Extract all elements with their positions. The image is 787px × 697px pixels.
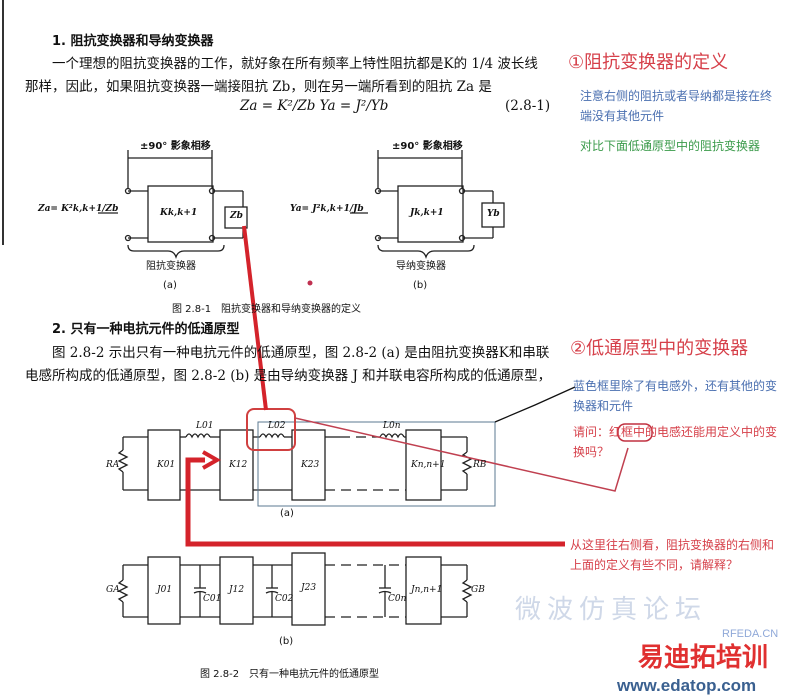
section2-para-line2: 电感所构成的低通原型，图 2.8-2 (b) 是由导纳变换器 J 和并联电容所构…: [25, 368, 552, 384]
label-j12: J12: [229, 585, 245, 595]
scan-border: [2, 0, 4, 245]
watermark-brand: 易迪拓培训: [638, 643, 769, 673]
za-expression: Za= K²k,k+1/Zb: [38, 204, 119, 214]
section2-para-line1: 图 2.8-2 示出只有一种电抗元件的低通原型，图 2.8-2 (a) 是由阻抗…: [52, 345, 550, 361]
label-jnn1: Jn,n+1: [411, 585, 443, 595]
annotation-note-3: 蓝色框里除了有电感外，还有其他的变换器和元件: [573, 379, 778, 413]
annotation-note-2: 对比下面低通原型中的阻抗变换器: [580, 139, 761, 153]
blue-highlight-box: [257, 421, 496, 507]
section1-para-line1: 一个理想的阻抗变换器的工作，就好象在所有频率上特性阻抗都是K的 1/4 波长线: [52, 56, 538, 72]
red-circle-mark: [617, 423, 653, 442]
annotation-note-4: 请问：红框中的电感还能用定义中的变换吗？: [573, 425, 778, 459]
label-k12: K12: [229, 460, 248, 470]
label-k23: K23: [301, 460, 320, 470]
label-c02: C02: [275, 594, 294, 604]
section2-heading: 2. 只有一种电抗元件的低通原型: [52, 322, 240, 337]
section1-heading: 1. 阻抗变换器和导纳变换器: [52, 34, 214, 49]
figure1-caption: 图 2.8-1 阻抗变换器和导纳变换器的定义: [172, 304, 362, 315]
figure1-sub-b: (b): [413, 280, 428, 291]
admittance-inverter-label: 导纳变换器: [396, 261, 446, 272]
label-c0n: C0n: [388, 594, 407, 604]
label-gb: GB: [471, 585, 485, 595]
figure2-sub-a: (a): [280, 508, 294, 519]
label-l0n: L0n: [383, 421, 401, 431]
section1-para-line2: 那样，因此，如果阻抗变换器一端接阻抗 Zb，则在另一端所看到的阻抗 Za 是: [25, 79, 492, 95]
label-j01: J01: [157, 585, 173, 595]
watermark-faint-text: 微波仿真论坛: [515, 595, 708, 625]
figure2-sub-b: (b): [279, 636, 294, 647]
red-pointer-line: [294, 417, 629, 492]
j-box-label: Jk,k+1: [410, 208, 444, 218]
phase-label-a: ±90° 影象相移: [140, 141, 211, 152]
annotation-note-5: 从这里往右侧看，阻抗变换器的右侧和上面的定义有些不同，请解释？: [570, 538, 775, 572]
yb-label: Yb: [487, 209, 500, 219]
annotation-note-1: 注意右侧的阻抗或者导纳都是接在终端没有其他元件: [580, 89, 773, 123]
annotation-title-2: ②低通原型中的变换器: [570, 338, 749, 359]
watermark-url: www.edatop.com: [617, 676, 757, 695]
label-l01: L01: [196, 421, 214, 431]
red-highlight-box: [246, 408, 296, 451]
label-l02: L02: [268, 421, 286, 431]
formula: Za = K²/Zb Ya = J²/Yb: [240, 98, 389, 114]
figure1-a: [98, 150, 248, 260]
ya-expression: Ya= J²k,k+1/Jb: [290, 204, 364, 214]
label-ga: GA: [106, 585, 120, 595]
label-rb: RB: [473, 460, 487, 470]
equation-number: (2.8-1): [505, 98, 551, 114]
figure2-caption: 图 2.8-2 只有一种电抗元件的低通原型: [200, 669, 380, 680]
label-knn1: Kn,n+1: [411, 460, 446, 470]
impedance-inverter-label: 阻抗变换器: [146, 261, 196, 272]
red-connector-line: [242, 225, 268, 411]
figure1-sub-a: (a): [163, 280, 177, 291]
zb-label: Zb: [230, 211, 243, 221]
label-j23: J23: [301, 583, 317, 593]
label-k01: K01: [157, 460, 176, 470]
figure2-b: [117, 552, 473, 626]
k-box-label: Kk,k+1: [160, 208, 198, 218]
red-dot: [307, 280, 313, 286]
figure1-b: [350, 150, 505, 260]
red-thick-arrow: [185, 450, 565, 547]
black-pointer-line: [494, 386, 576, 423]
label-ra: RA: [106, 460, 120, 470]
label-c01: C01: [203, 594, 222, 604]
phase-label-b: ±90° 影象相移: [392, 141, 463, 152]
watermark-rfeda: RFEDA.CN: [722, 628, 779, 640]
annotation-title-1: ①阻抗变换器的定义: [568, 52, 729, 73]
